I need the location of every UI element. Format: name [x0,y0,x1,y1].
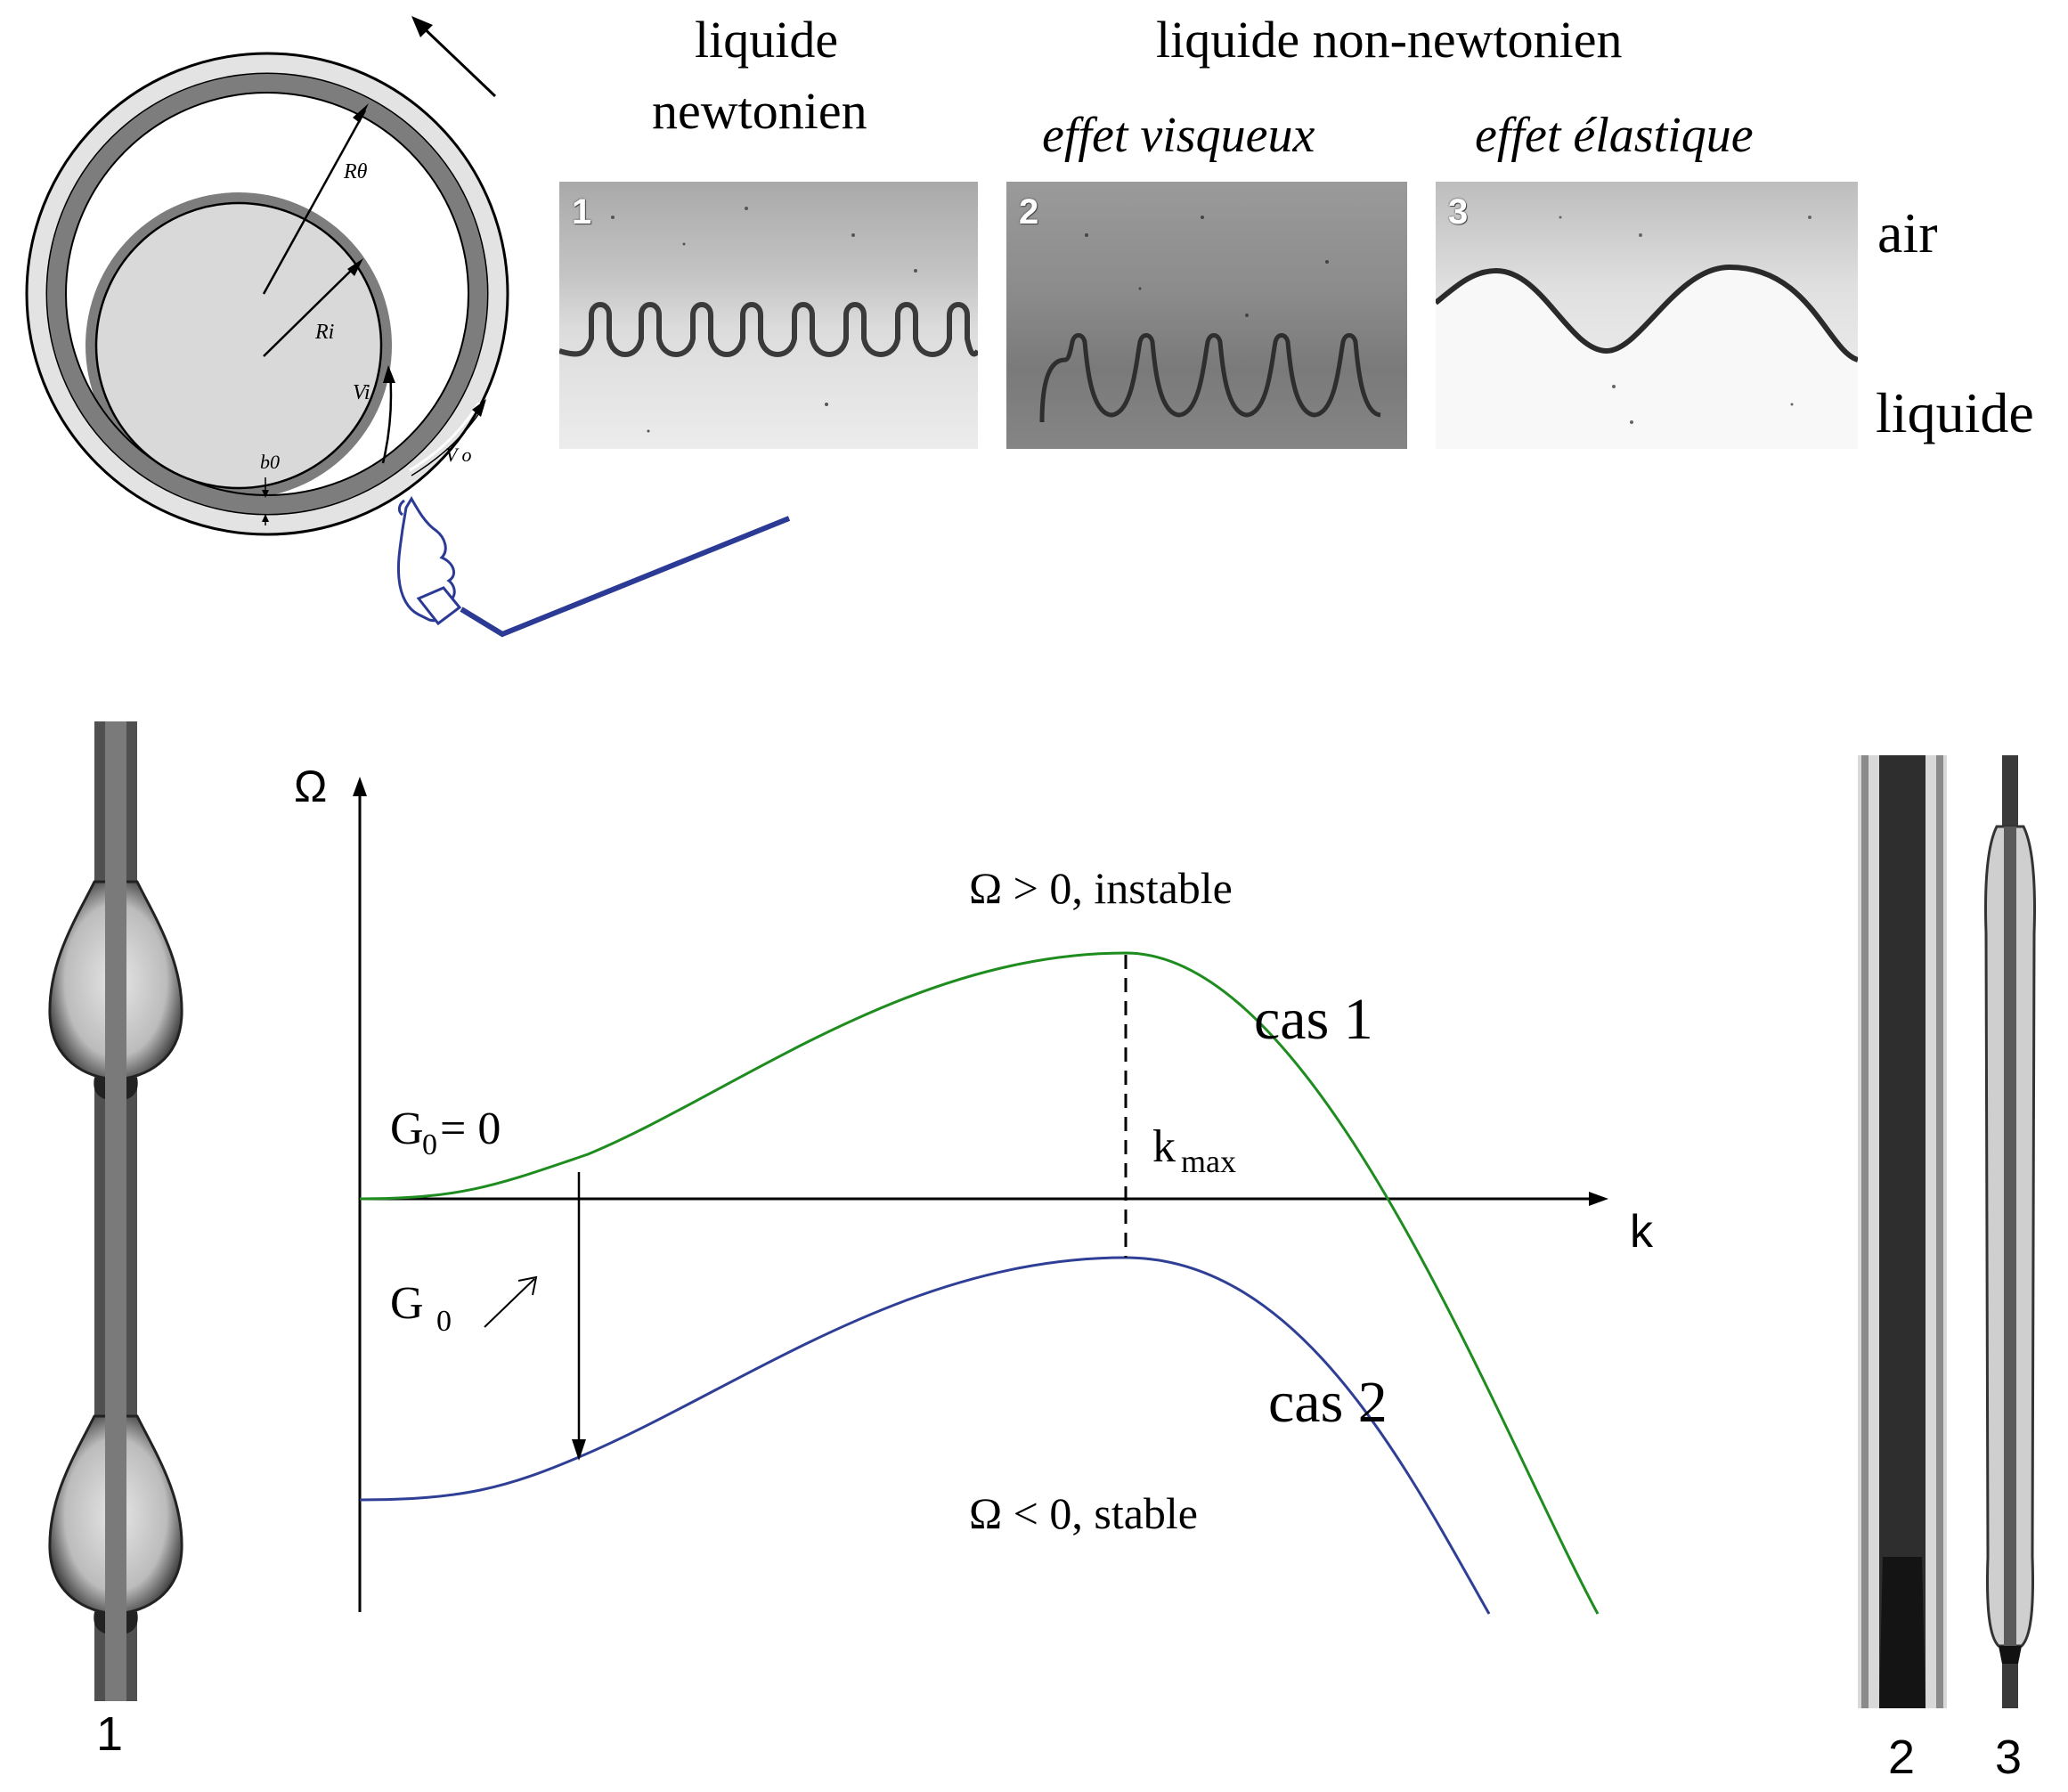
label-liquid: liquide [1876,381,2034,444]
unstable-label: Ω > 0, instable [969,863,1233,913]
filament-label-3: 3 [1995,1731,2023,1784]
inner-cylinder [94,201,383,490]
case2-curve [359,1256,1491,1615]
g0-subscript: 0 [422,1128,437,1161]
max-subscript: max [1181,1144,1236,1179]
filament-photo-3 [1984,755,2036,1708]
photo-viscous-effect: 2 [1006,182,1407,449]
inner-radius-label: Ri [314,321,334,344]
filament-photo-2 [1858,755,1947,1708]
g0-increase-arrow-icon [484,1278,535,1328]
g0-zero-label: G 0 = 0 [390,1104,501,1161]
y-axis-label: Ω [294,762,327,811]
gap-label: b0 [260,451,280,473]
g0-symbol: G [390,1104,424,1154]
header-newtonian-line1: liquide [695,11,839,69]
header-newtonian-line2: newtonien [652,82,867,140]
header-non-newtonian: liquide non-newtonien [1156,11,1623,69]
rotation-arrow [411,16,497,98]
elastic-wave [1436,216,1858,449]
rotating-cylinder-diagram: Rθ Ri Vi V o b0 [25,16,509,626]
outer-velocity-label: V o [445,444,472,466]
kmax-label: k max [1152,1121,1236,1179]
g0-symbol: G [390,1278,424,1329]
g0-increase-label: G 0 [390,1278,452,1338]
photo-elastic-effect: 3 [1436,182,1858,449]
stable-label: Ω < 0, stable [969,1488,1198,1538]
filament-label-1: 1 [96,1707,124,1761]
k-symbol: k [1152,1121,1176,1172]
header-viscous-effect: effet visqueux [1042,108,1315,163]
photo-newtonian-fingering: 1 [559,182,978,449]
photo-number: 3 [1448,192,1469,232]
filament-label-2: 2 [1888,1731,1916,1784]
header-elastic-effect: effet élastique [1475,108,1754,163]
case1-curve [359,951,1600,1615]
finger-pattern [559,207,978,433]
photo-number: 2 [1019,192,1039,232]
case2-label: cas 2 [1268,1370,1388,1435]
case1-label: cas 1 [1254,987,1373,1052]
g0-subscript: 0 [436,1305,452,1338]
pointing-hand-icon [397,496,462,626]
label-air: air [1877,201,1938,265]
inner-velocity-label: Vi [353,381,370,404]
x-axis-label: k [1630,1206,1654,1258]
outer-radius-label: Rθ [343,160,368,183]
photo-number: 1 [572,192,592,232]
filament-photo-1 [48,721,183,1701]
finger-pattern [1039,216,1381,423]
g0-equals-zero: = 0 [440,1104,501,1154]
